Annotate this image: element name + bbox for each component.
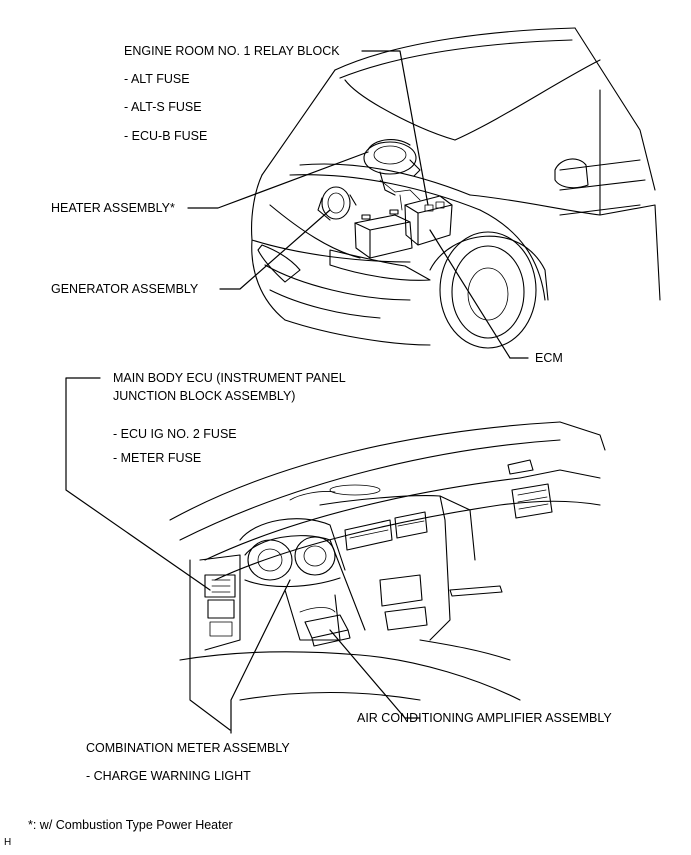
battery-drawing <box>354 209 413 259</box>
combination-meter-label: COMBINATION METER ASSEMBLY <box>86 741 290 755</box>
alt-fuse-label: - ALT FUSE <box>124 72 190 86</box>
ecu-b-fuse-label: - ECU-B FUSE <box>124 129 208 143</box>
bottom-leader-lines <box>65 377 421 734</box>
ecm-label: ECM <box>535 351 563 365</box>
dashboard-illustration <box>169 421 606 731</box>
engine-room-relay-block-label: ENGINE ROOM NO. 1 RELAY BLOCK <box>124 44 340 58</box>
air-conditioning-amplifier-label: AIR CONDITIONING AMPLIFIER ASSEMBLY <box>357 711 612 725</box>
main-body-ecu-label-line2: JUNCTION BLOCK ASSEMBLY) <box>113 389 296 403</box>
charge-warning-light-label: - CHARGE WARNING LIGHT <box>86 769 251 783</box>
alt-s-fuse-label: - ALT-S FUSE <box>124 100 202 114</box>
meter-fuse-label: - METER FUSE <box>113 451 202 465</box>
heater-assembly-drawing <box>363 139 421 196</box>
main-body-ecu-label-line1: MAIN BODY ECU (INSTRUMENT PANEL <box>113 371 346 385</box>
heater-assembly-label: HEATER ASSEMBLY* <box>51 201 175 215</box>
car-body-illustration <box>251 27 661 349</box>
ecu-ig-no2-fuse-label: - ECU IG NO. 2 FUSE <box>113 427 237 441</box>
generator-assembly-label: GENERATOR ASSEMBLY <box>51 282 199 296</box>
footnote: *: w/ Combustion Type Power Heater <box>28 818 233 832</box>
top-leader-lines <box>187 50 529 359</box>
corner-mark: H <box>4 837 12 848</box>
generator-assembly-drawing <box>317 186 357 221</box>
relay-block-ecm-drawing <box>379 179 453 246</box>
